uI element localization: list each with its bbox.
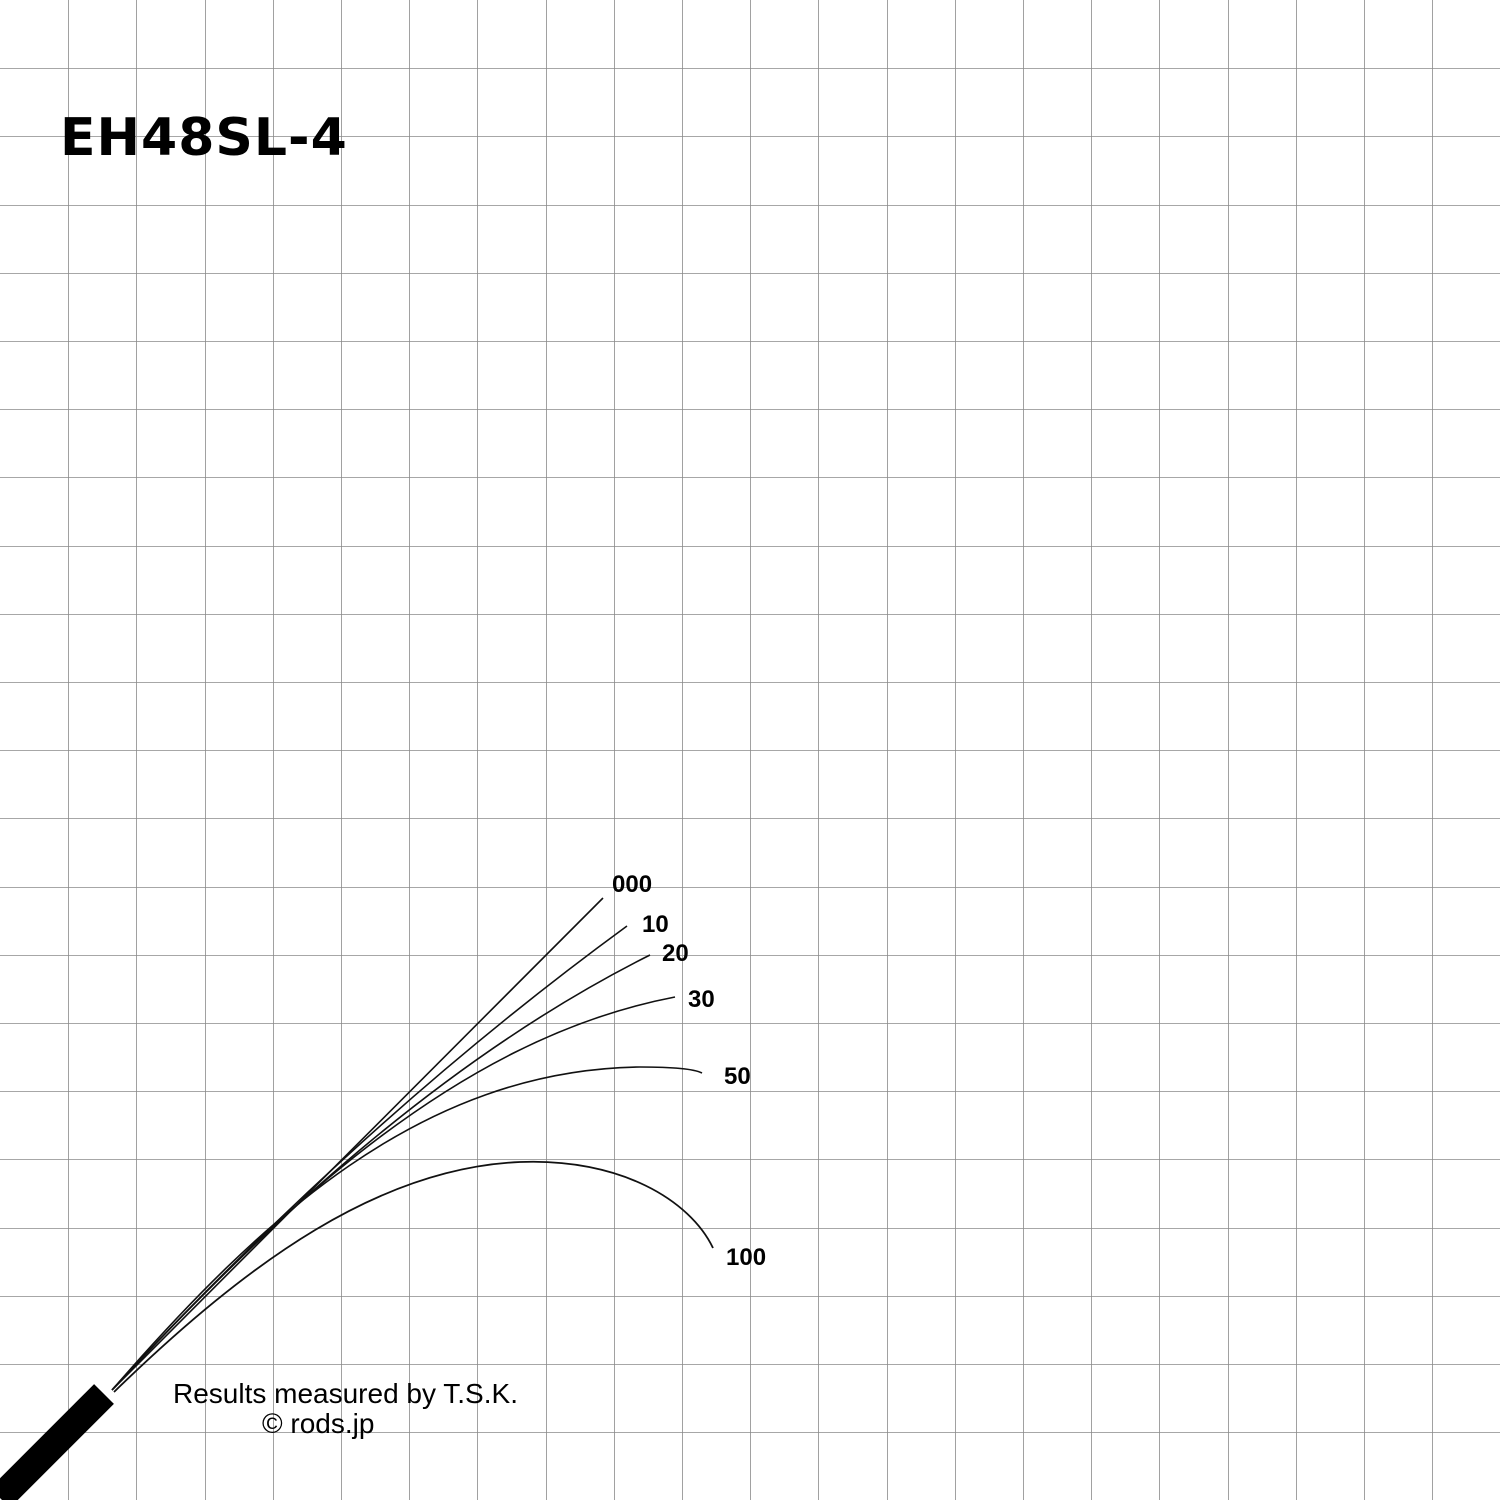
label-000: 000	[612, 871, 652, 898]
label-20: 20	[662, 940, 689, 967]
rod-curves	[0, 897, 714, 1500]
label-10: 10	[642, 911, 669, 938]
curve-10	[111, 925, 628, 1391]
copyright: © rods.jp	[262, 1408, 375, 1439]
curve-000	[111, 897, 604, 1391]
label-100: 100	[726, 1244, 766, 1271]
label-30: 30	[688, 986, 715, 1013]
curve-30	[111, 996, 676, 1391]
curve-100	[113, 1160, 714, 1393]
curve-20	[111, 954, 651, 1391]
rod-handle	[0, 1384, 114, 1500]
curve-50	[111, 1066, 703, 1391]
chart-title: EH48SL-4	[60, 108, 348, 168]
label-50: 50	[724, 1063, 751, 1090]
curve-labels: 000 10 20 30 50 100	[612, 871, 766, 1271]
measured-by-credit: Results measured by T.S.K.	[173, 1378, 518, 1409]
